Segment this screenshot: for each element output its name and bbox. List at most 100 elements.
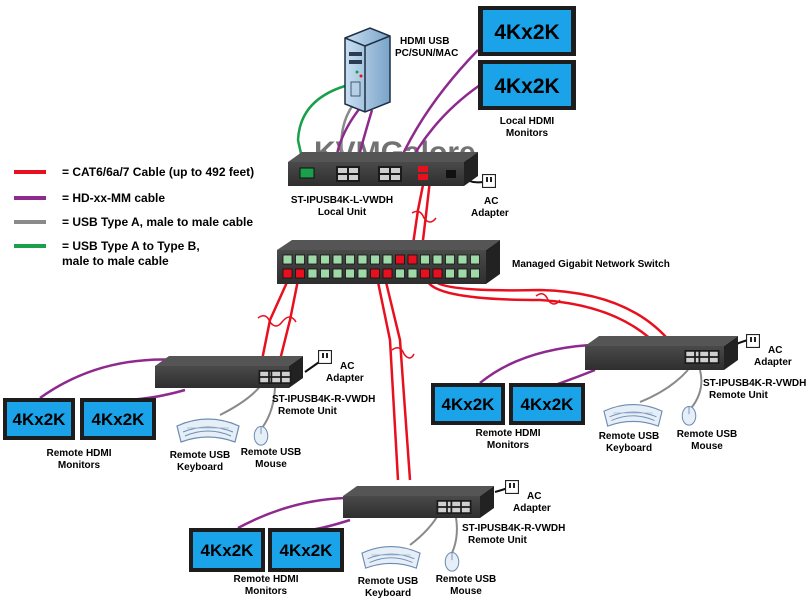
computer-label-line2: PC/SUN/MAC	[395, 48, 458, 59]
monitor-text: 4Kx2K	[494, 75, 559, 98]
remote-keyboard-label-line2: Keyboard	[177, 462, 223, 473]
remote-monitor-right-1: 4Kx2K	[431, 383, 505, 425]
usb-cable	[219, 383, 263, 416]
hdmi-cable	[479, 343, 591, 384]
cat-cable	[426, 281, 661, 349]
computer-tower-icon	[344, 27, 391, 113]
mouse-icon	[253, 425, 269, 446]
remote-mouse-label-line2: Mouse	[450, 586, 482, 597]
local-monitor-2: 4Kx2K	[478, 60, 576, 110]
remote-unit-role: Remote Unit	[709, 390, 769, 401]
remote-monitors-label-line2: Monitors	[58, 460, 101, 471]
switch-port	[382, 268, 393, 279]
legend-label-usb-ab: = USB Type A to Type B,	[62, 239, 200, 253]
switch-port	[470, 268, 480, 279]
hdmi-cable	[237, 496, 346, 530]
computer-label-line1: HDMI USB	[400, 36, 449, 47]
remote-keyboard-label-line2: Keyboard	[606, 443, 652, 454]
switch-port	[345, 254, 355, 265]
hdmi-cable	[39, 358, 181, 400]
switch-port	[432, 254, 443, 265]
switch-port	[407, 268, 418, 279]
switch-port	[345, 268, 355, 279]
ac-adapter-label-line2: Adapter	[471, 208, 509, 219]
local-monitors-label-line2: Monitors	[506, 128, 549, 139]
remote-keyboard-label-line2: Keyboard	[365, 588, 411, 599]
remote-monitor-left-2: 4Kx2K	[80, 398, 156, 440]
remote-unit-name: ST-IPUSB4K-R-VWDH	[272, 394, 375, 405]
ac-adapter-label-line1: AC	[340, 361, 354, 372]
remote-mouse-label-line1: Remote USB	[436, 574, 497, 585]
remote-unit-name: ST-IPUSB4K-R-VWDH	[703, 378, 806, 389]
remote-mouse-label-line1: Remote USB	[241, 447, 302, 458]
remote-keyboard-label-line1: Remote USB	[599, 431, 660, 442]
switch-port	[307, 254, 318, 265]
switch-port	[370, 268, 380, 279]
remote-monitors-label-line2: Monitors	[487, 440, 530, 451]
remote-monitor-bottom-1: 4Kx2K	[189, 528, 265, 572]
ac-adapter-label-line1: AC	[768, 345, 782, 356]
ac-adapter-label-line1: AC	[527, 491, 541, 502]
cat-cable	[384, 281, 412, 481]
mouse-icon	[681, 405, 697, 426]
switch-port	[320, 254, 330, 265]
monitor-text: 4Kx2K	[201, 541, 255, 560]
keyboard-icon	[176, 418, 240, 443]
usb-ab-cable	[296, 84, 346, 173]
switch-port	[382, 254, 393, 265]
mouse-icon	[444, 551, 460, 572]
usb-cable	[261, 383, 276, 429]
cables-layer	[39, 49, 749, 554]
ac-adapter-icon	[746, 334, 760, 348]
local-monitor-1: 4Kx2K	[478, 6, 576, 56]
remote-unit-role: Remote Unit	[468, 535, 528, 546]
legend-label-usb: = USB Type A, male to male cable	[62, 215, 253, 229]
switch-port	[357, 268, 368, 279]
remote-unit-bottom-device	[343, 486, 494, 518]
switch-port	[295, 254, 305, 265]
switch-port	[445, 254, 455, 265]
remote-unit-role: Remote Unit	[278, 406, 338, 417]
ac-adapter-icon	[318, 350, 332, 364]
switch-port	[282, 254, 293, 265]
switch-port	[395, 268, 405, 279]
local-unit-role: Local Unit	[318, 207, 367, 218]
remote-mouse-label-line2: Mouse	[255, 459, 287, 470]
cat-cable	[278, 279, 300, 361]
network-switch-device	[277, 240, 500, 284]
switch-port	[432, 268, 443, 279]
switch-port	[420, 254, 430, 265]
monitor-text: 4Kx2K	[442, 395, 496, 414]
local-unit-device	[288, 152, 478, 186]
cat-cable	[435, 280, 673, 345]
remote-unit-left-device	[155, 356, 303, 388]
remote-monitor-bottom-2: 4Kx2K	[268, 528, 344, 572]
ac-adapter-icon	[505, 480, 519, 494]
cable-legend: = CAT6/6a/7 Cable (up to 492 feet) = HD-…	[14, 165, 254, 268]
monitor-text: 4Kx2K	[280, 541, 334, 560]
remote-monitors-label-line2: Monitors	[245, 586, 288, 597]
switch-port	[357, 254, 368, 265]
ac-adapter-icon	[482, 174, 496, 188]
switch-label: Managed Gigabit Network Switch	[512, 259, 670, 270]
switch-port	[445, 268, 455, 279]
switch-port	[395, 254, 405, 265]
local-monitors-label-line1: Local HDMI	[500, 116, 555, 127]
remote-monitor-right-2: 4Kx2K	[509, 383, 585, 425]
monitor-text: 4Kx2K	[521, 395, 575, 414]
cat-cable	[260, 279, 290, 361]
remote-monitors-label-line1: Remote HDMI	[46, 448, 111, 459]
remote-keyboard-label-line1: Remote USB	[170, 450, 231, 461]
switch-port	[420, 268, 430, 279]
monitor-text: 4Kx2K	[494, 21, 559, 44]
remote-mouse-label-line2: Mouse	[691, 441, 723, 452]
switch-port	[470, 254, 480, 265]
switch-port	[370, 254, 380, 265]
switch-port	[282, 268, 293, 279]
remote-keyboard-label-line1: Remote USB	[358, 576, 419, 587]
hdmi-cable	[554, 368, 596, 387]
ac-adapter-label-line2: Adapter	[754, 357, 792, 368]
switch-port	[332, 254, 343, 265]
keyboard-icon	[603, 403, 663, 427]
